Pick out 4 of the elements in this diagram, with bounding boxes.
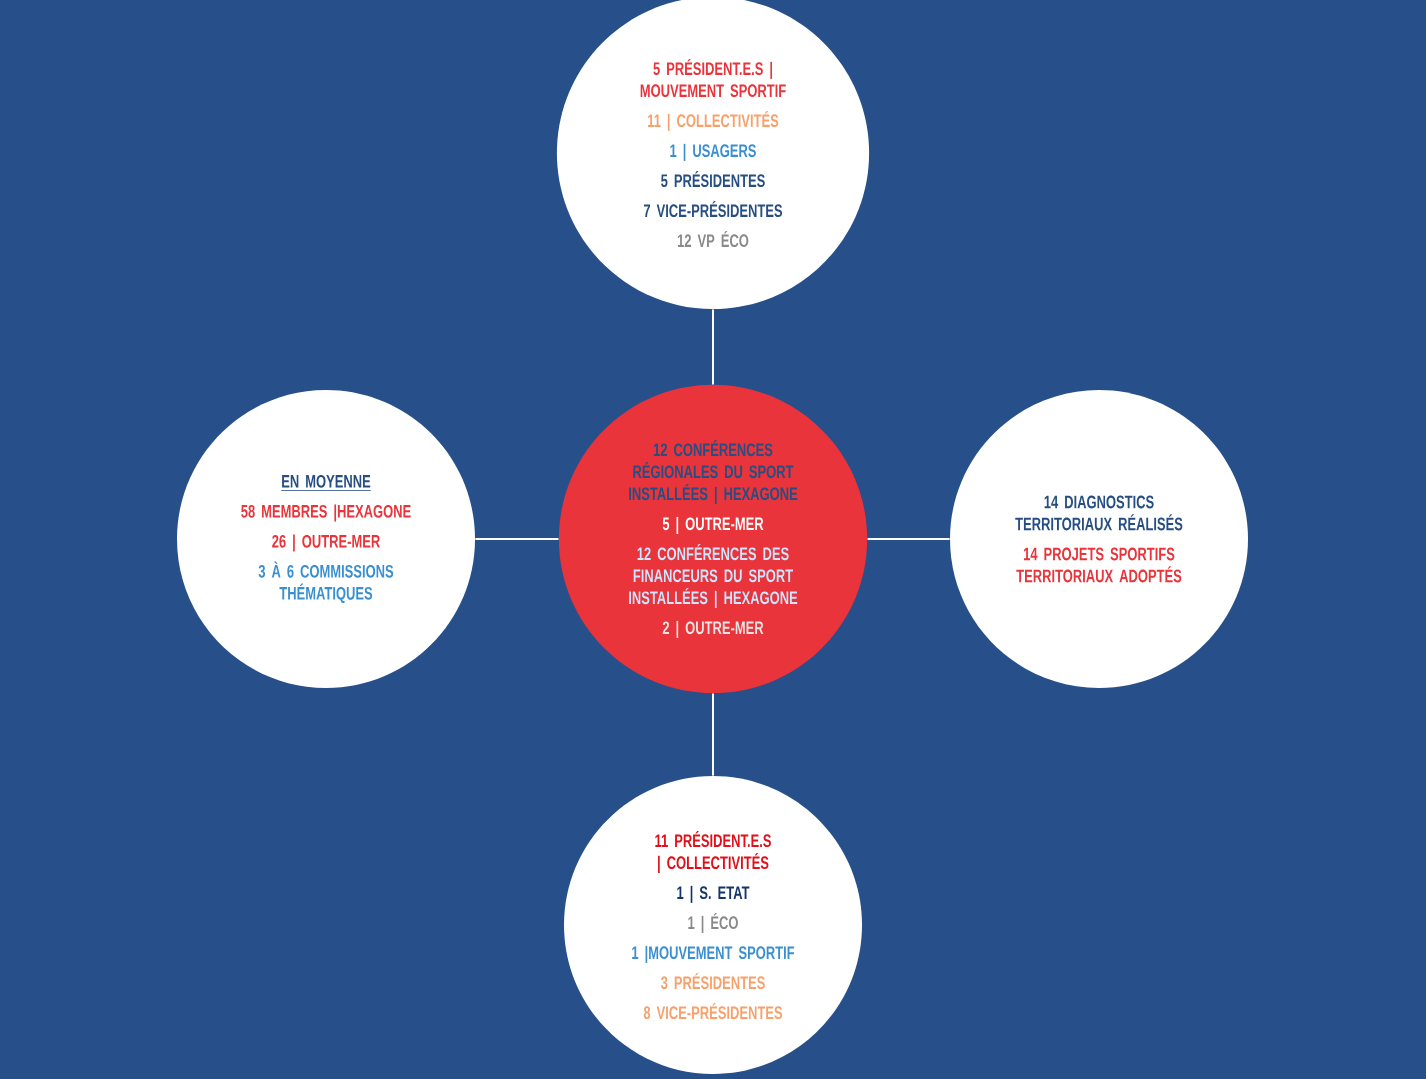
connector-line <box>866 538 951 540</box>
connector-line <box>712 308 714 386</box>
connector-line <box>712 692 714 777</box>
connector-line <box>474 538 560 540</box>
